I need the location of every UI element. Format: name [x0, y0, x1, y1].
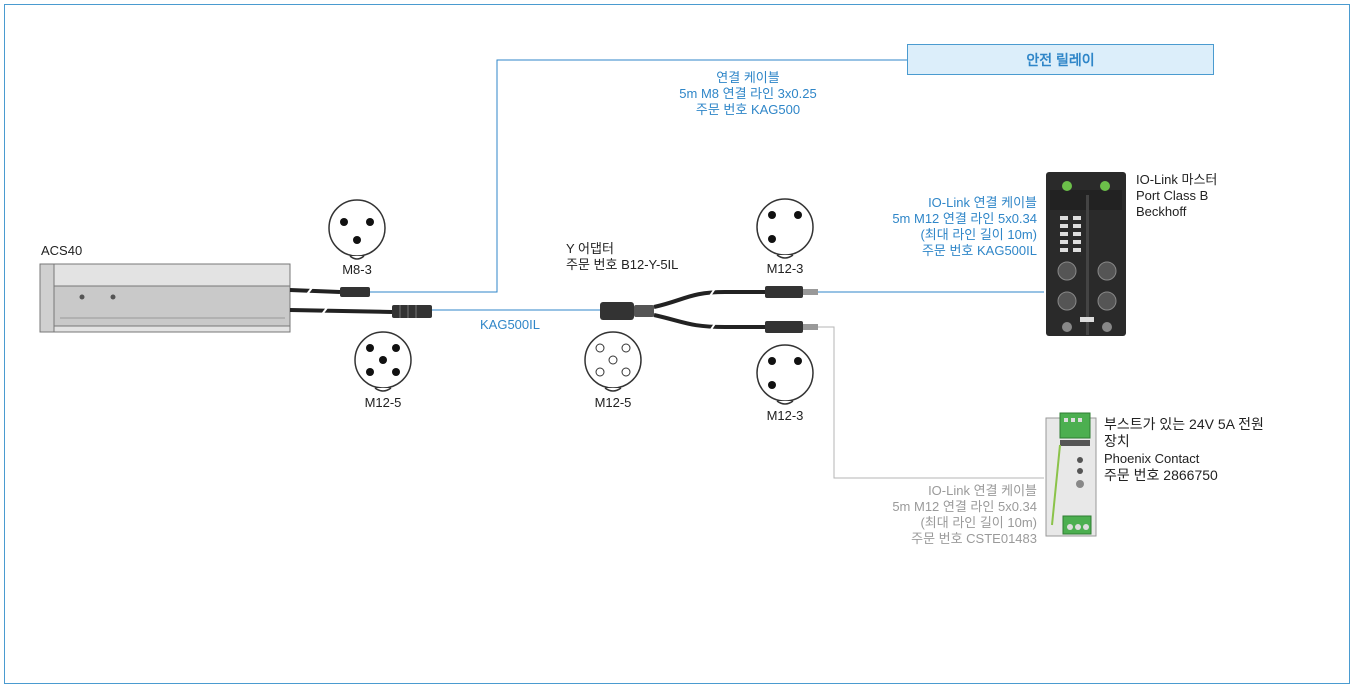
power-cable-max-length: (최대 라인 길이 10m)	[920, 515, 1037, 530]
safety-relay-label: 안전 릴레이	[1026, 51, 1095, 68]
iolink-cable-title: IO-Link 연결 케이블	[928, 195, 1037, 210]
m12-3-bottom-label: M12-3	[766, 408, 804, 423]
iolink-master-title: IO-Link 마스터	[1136, 172, 1218, 187]
power-supply-title-cont: 장치	[1104, 433, 1130, 449]
m12-3-bottom-pinout-icon	[756, 344, 814, 405]
m12-5-left-label: M12-5	[364, 395, 402, 410]
power-cable-label: IO-Link 연결 케이블 5m M12 연결 라인 5x0.34 (최대 라…	[845, 483, 1037, 547]
actuator-body	[39, 263, 291, 333]
cable-kag500il-label: KAG500IL	[480, 317, 540, 332]
iolink-master-device	[1046, 172, 1126, 336]
power-supply-order: 주문 번호 2866750	[1104, 467, 1218, 483]
power-supply-vendor: Phoenix Contact	[1104, 451, 1200, 466]
m12-3-top-label: M12-3	[766, 261, 804, 276]
iolink-cable-spec: 5m M12 연결 라인 5x0.34	[892, 211, 1037, 226]
power-supply-label: 부스트가 있는 24V 5A 전원 장치 Phoenix Contact 주문 …	[1104, 416, 1264, 484]
iolink-master-vendor: Beckhoff	[1136, 204, 1187, 219]
iolink-master-class: Port Class B	[1136, 188, 1209, 203]
m12-5-mid-label: M12-5	[594, 395, 632, 410]
m12-3-top-pinout-icon	[756, 198, 814, 259]
wire-to-power-supply	[818, 326, 1044, 479]
cable-kag500-spec: 5m M8 연결 라인 3x0.25	[679, 86, 817, 101]
iolink-master-label: IO-Link 마스터 Port Class B Beckhoff	[1136, 172, 1217, 220]
iolink-cable-label: IO-Link 연결 케이블 5m M12 연결 라인 5x0.34 (최대 라…	[845, 195, 1037, 259]
power-cable-spec: 5m M12 연결 라인 5x0.34	[892, 499, 1037, 514]
m8-3-label: M8-3	[342, 262, 372, 277]
cable-kag500-label: 연결 케이블 5m M8 연결 라인 3x0.25 주문 번호 KAG500	[648, 70, 848, 118]
m12-5-left-pinout-icon	[354, 331, 412, 392]
actuator-cables	[289, 284, 432, 318]
m12-5-mid-pinout-icon	[584, 331, 642, 392]
y-adapter-body	[600, 286, 818, 335]
m8-3-pinout-icon	[328, 199, 386, 260]
power-cable-order: 주문 번호 CSTE01483	[911, 531, 1037, 546]
y-adapter-title: Y 어댑터	[566, 241, 614, 256]
cable-kag500-title: 연결 케이블	[716, 70, 780, 85]
actuator-label: ACS40	[41, 243, 83, 258]
wire-m8-to-relay	[370, 59, 907, 293]
y-adapter-label: Y 어댑터 주문 번호 B12-Y-5IL	[566, 241, 678, 273]
power-supply-device	[1045, 412, 1097, 537]
y-adapter-order: 주문 번호 B12-Y-5IL	[566, 257, 679, 272]
iolink-cable-order: 주문 번호 KAG500IL	[921, 243, 1037, 258]
iolink-cable-max-length: (최대 라인 길이 10m)	[920, 227, 1037, 242]
safety-relay-box: 안전 릴레이	[907, 44, 1214, 75]
power-cable-title: IO-Link 연결 케이블	[928, 483, 1037, 498]
power-supply-title: 부스트가 있는 24V 5A 전원	[1104, 416, 1264, 432]
cable-kag500-order: 주문 번호 KAG500	[695, 102, 801, 117]
